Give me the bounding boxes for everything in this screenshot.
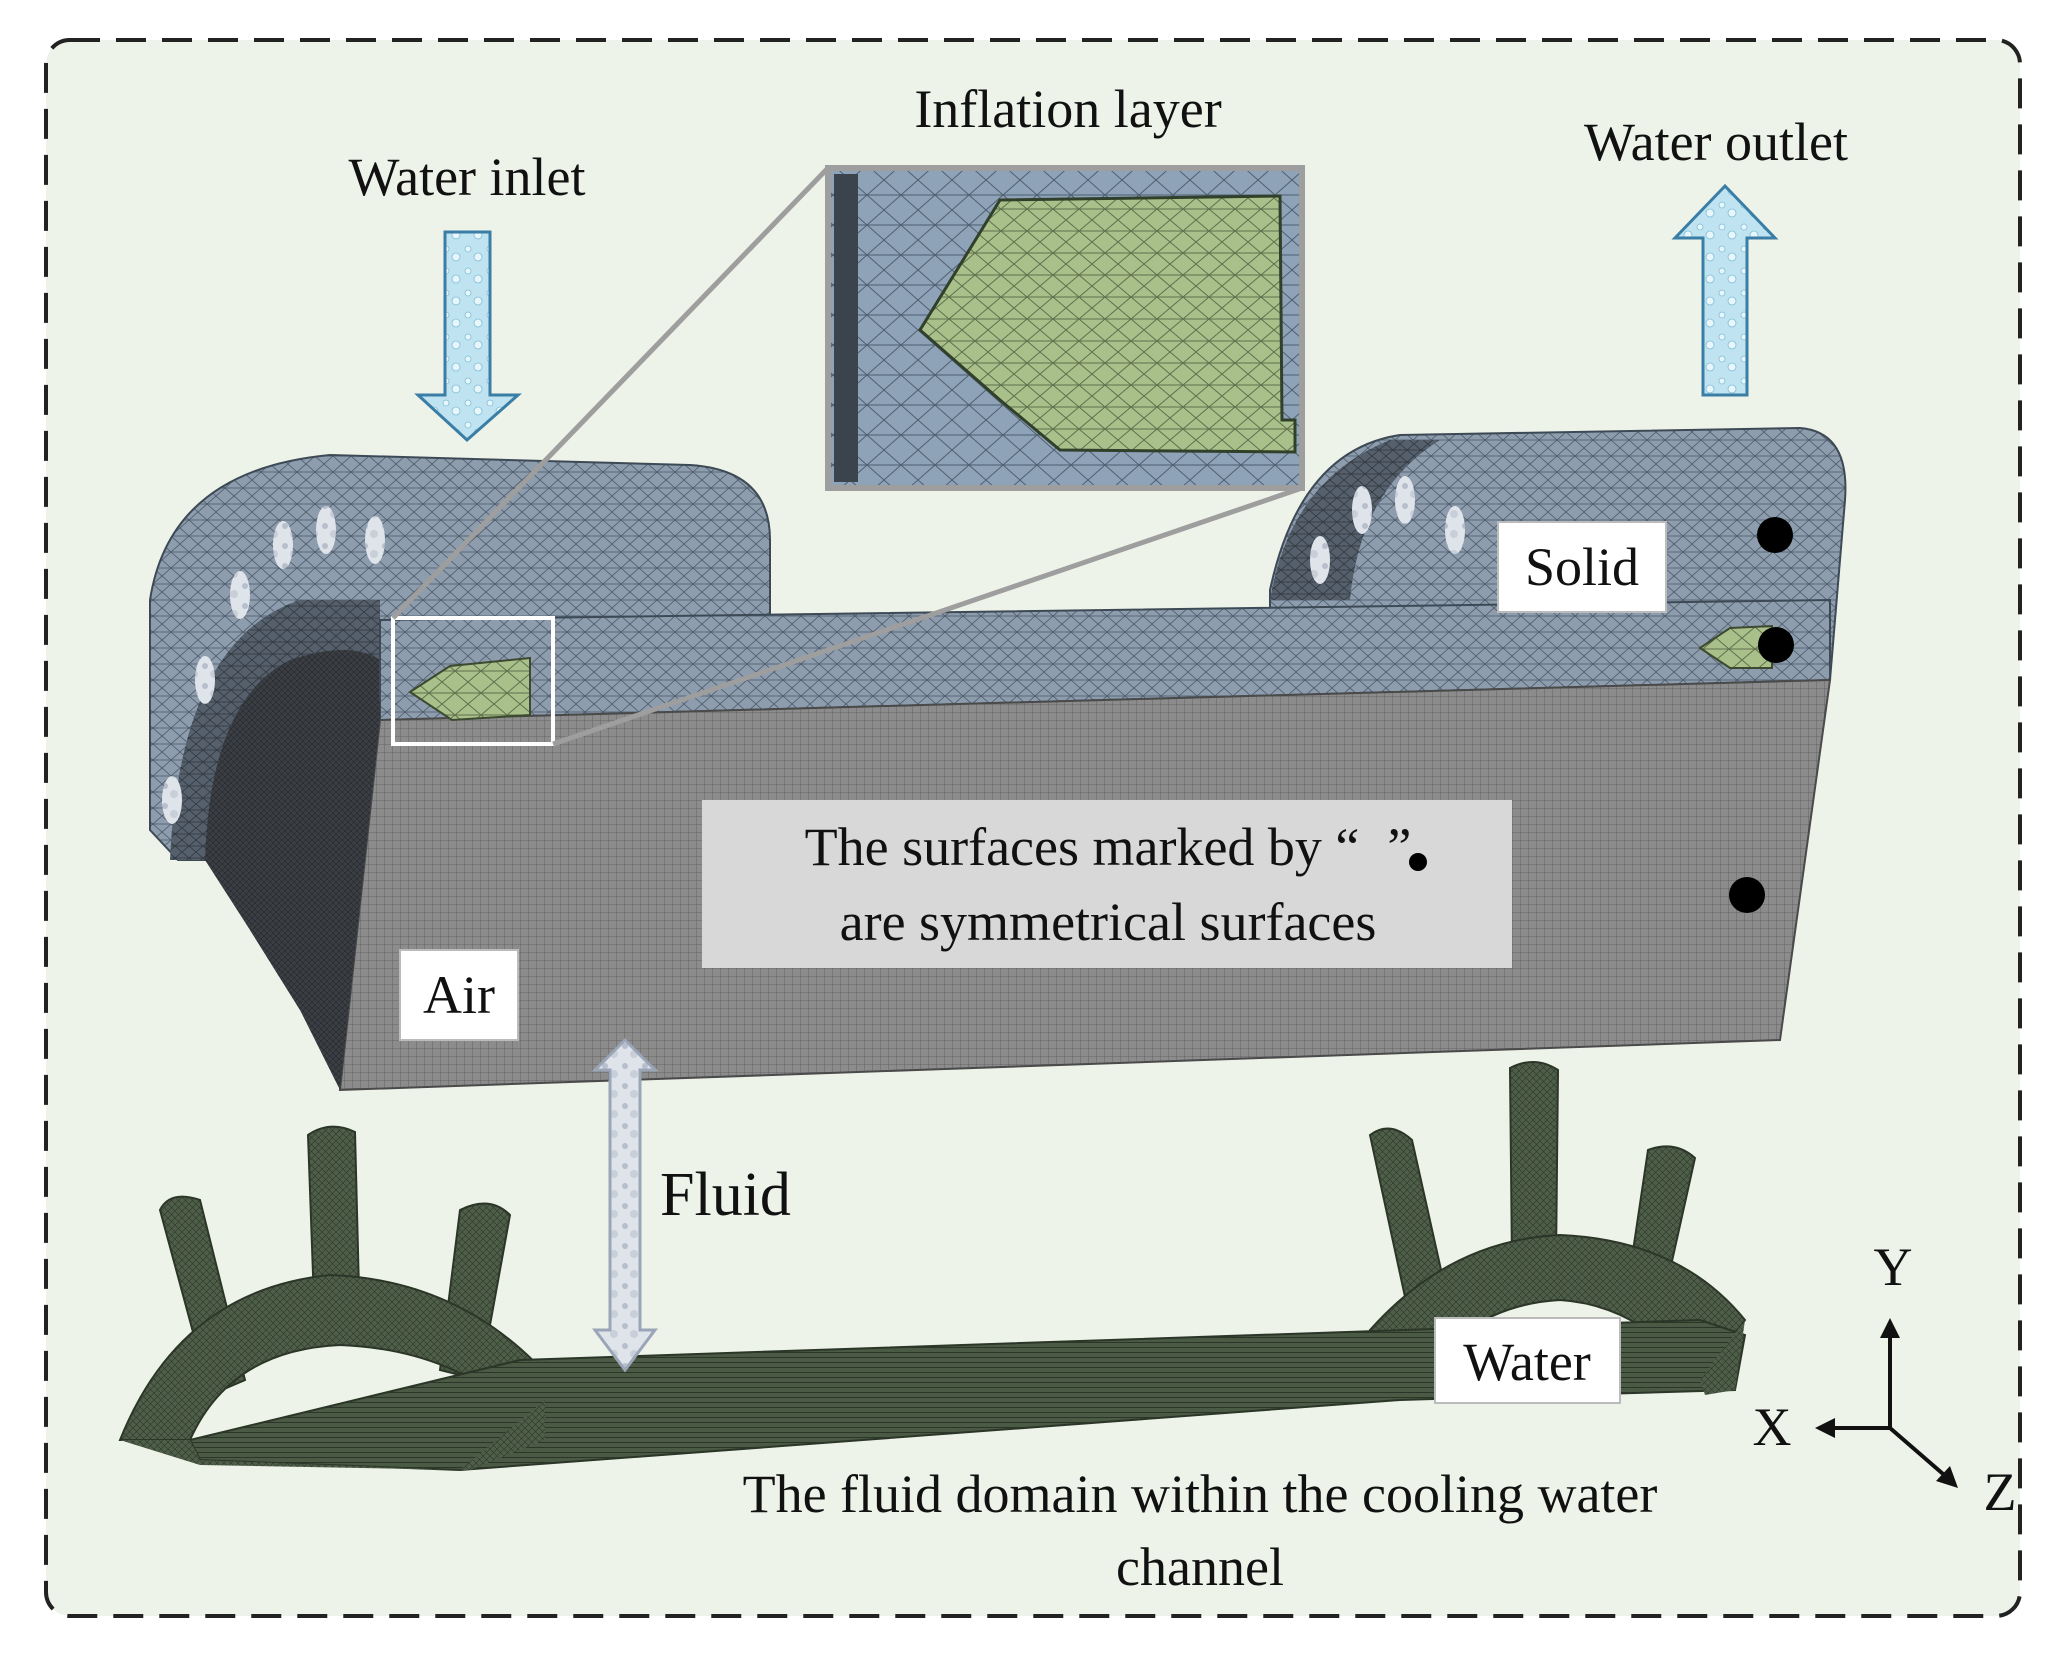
symmetry-dot-icon <box>1757 517 1793 553</box>
inflation-layer-label: Inflation layer <box>914 79 1221 139</box>
axis-y-label: Y <box>1874 1237 1913 1297</box>
inflation-marker-left <box>408 656 531 722</box>
axis-z-label: Z <box>1984 1462 2017 1522</box>
inflation-highlight-box <box>391 616 555 746</box>
solid-label-box <box>1497 521 1667 613</box>
water-outlet-label: Water outlet <box>1584 112 1848 172</box>
water-domain <box>118 1061 1747 1472</box>
caption-line1: The fluid domain within the cooling wate… <box>743 1464 1658 1524</box>
inlet-arrow-icon <box>414 230 522 443</box>
water-label: Water <box>1463 1332 1591 1392</box>
water-end-right <box>1700 1320 1745 1395</box>
outlet-arrow-icon <box>1671 183 1779 397</box>
zoom-line-bottom <box>552 485 1303 747</box>
symmetry-note-line1: The surfaces marked by “” <box>805 817 1412 877</box>
inflation-zoom-inset <box>825 165 1305 491</box>
axis-triad: Y X Z <box>1753 1237 2017 1522</box>
fluid-double-arrow-icon <box>591 1037 659 1373</box>
fluid-label: Fluid <box>660 1161 791 1229</box>
pipe-right-2 <box>1508 1061 1560 1267</box>
zoom-line-top <box>391 166 830 620</box>
symmetry-note-box <box>702 800 1512 968</box>
cooling-holes-right <box>1310 476 1465 584</box>
symmetry-dot-icon <box>1758 627 1794 663</box>
caption-line2: channel <box>1116 1537 1284 1597</box>
water-label-box <box>1434 1317 1621 1404</box>
air-left-face <box>250 700 380 1090</box>
cooling-holes-left <box>162 506 385 824</box>
note-dot-icon <box>1409 853 1427 871</box>
axis-x-label: X <box>1753 1397 1792 1457</box>
air-label: Air <box>423 965 495 1025</box>
water-inlet-label: Water inlet <box>348 147 585 207</box>
air-label-box <box>399 949 519 1041</box>
symmetry-dot-icon <box>1729 877 1765 913</box>
symmetry-note-line2: are symmetrical surfaces <box>840 892 1377 952</box>
solid-label: Solid <box>1525 537 1639 597</box>
